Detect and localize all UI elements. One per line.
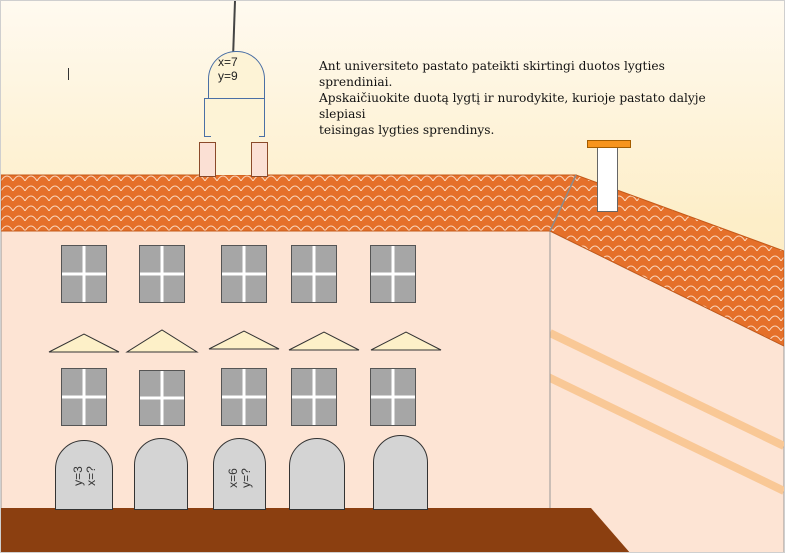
side-stripe-lower bbox=[544, 372, 784, 495]
tower-pillar-left bbox=[199, 142, 216, 177]
door-3-label: x=6 y=? bbox=[226, 468, 253, 488]
window-lower-2[interactable] bbox=[139, 370, 185, 426]
pediment-4 bbox=[288, 331, 360, 351]
door-3[interactable]: x=6 y=? bbox=[213, 438, 266, 510]
window-upper-2[interactable] bbox=[139, 245, 185, 303]
tower-box bbox=[204, 98, 265, 137]
window-upper-1[interactable] bbox=[61, 245, 107, 303]
door-1-label: y=3 x=? bbox=[71, 466, 98, 486]
roof-ridge-line bbox=[549, 174, 577, 232]
pediment-1 bbox=[48, 333, 120, 353]
tower-pillar-right bbox=[251, 142, 268, 177]
task-line-1: Ant universiteto pastato pateikti skirti… bbox=[319, 59, 665, 89]
door-5[interactable] bbox=[373, 435, 428, 510]
ground bbox=[1, 508, 630, 552]
window-upper-4[interactable] bbox=[291, 245, 337, 303]
window-upper-5[interactable] bbox=[370, 245, 416, 303]
chimney[interactable] bbox=[597, 146, 618, 212]
chimney-cap bbox=[587, 140, 631, 148]
window-lower-3[interactable] bbox=[221, 368, 267, 426]
front-roof bbox=[1, 174, 577, 232]
tower-x-value: x=7 bbox=[218, 55, 238, 69]
pediment-3 bbox=[208, 330, 280, 350]
pediment-2 bbox=[125, 329, 199, 353]
door-2[interactable] bbox=[134, 438, 188, 510]
task-description: Ant universiteto pastato pateikti skirti… bbox=[319, 58, 739, 138]
door-4[interactable] bbox=[289, 438, 345, 510]
pediment-5 bbox=[370, 331, 442, 351]
window-lower-4[interactable] bbox=[291, 368, 337, 426]
tower-dome[interactable] bbox=[208, 51, 265, 99]
door-1[interactable]: y=3 x=? bbox=[55, 440, 113, 510]
side-stripe-upper bbox=[548, 329, 784, 450]
window-lower-1[interactable] bbox=[61, 368, 107, 426]
window-upper-3[interactable] bbox=[221, 245, 267, 303]
task-line-3: teisingas lygties sprendinys. bbox=[319, 123, 495, 137]
tower-y-value: y=9 bbox=[218, 69, 238, 83]
text-cursor bbox=[68, 68, 69, 80]
window-lower-5[interactable] bbox=[370, 368, 416, 426]
task-line-2: Apskaičiuokite duotą lygtį ir nurodykite… bbox=[319, 91, 706, 121]
